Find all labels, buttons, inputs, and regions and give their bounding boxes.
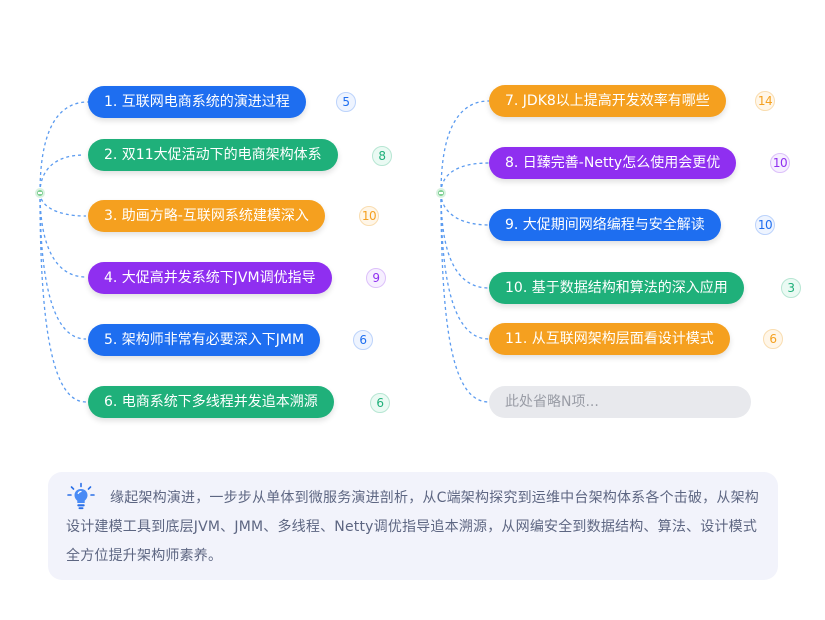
topic-pill-11[interactable]: 11. 从互联网架构层面看设计模式 [489,323,730,355]
more-items-placeholder: 此处省略N项... [489,386,751,418]
count-badge-3: 10 [359,206,379,226]
count-badge-8: 10 [770,153,790,173]
topic-pill-2[interactable]: 2. 双11大促活动下的电商架构体系 [88,139,338,171]
connector-line [39,192,87,340]
topic-pill-8[interactable]: 8. 日臻完善-Netty怎么使用会更优 [489,147,737,179]
count-badge-5: 6 [353,330,373,350]
topic-pill-9[interactable]: 9. 大促期间网络编程与安全解读 [489,209,721,241]
count-badge-11: 6 [763,329,783,349]
connector-line [440,192,490,226]
topic-pill-4[interactable]: 4. 大促高并发系统下JVM调优指导 [88,262,332,294]
connector-line [440,100,490,194]
connector-line [39,192,87,217]
connector-line [440,192,490,340]
connector-line [440,192,490,403]
topic-pill-6[interactable]: 6. 电商系统下多线程并发追本溯源 [88,386,334,418]
count-badge-4: 9 [366,268,386,288]
summary-box [48,472,778,580]
right-branch-node-icon [436,188,446,198]
connector-line [39,192,87,403]
topic-pill-7[interactable]: 7. JDK8以上提高开发效率有哪些 [489,85,726,117]
count-badge-2: 8 [372,146,392,166]
connector-line [39,192,87,278]
connector-line [440,162,490,194]
connector-line [39,101,89,194]
connector-line [440,192,490,289]
topic-pill-1[interactable]: 1. 互联网电商系统的演进过程 [88,86,306,118]
topic-pill-5[interactable]: 5. 架构师非常有必要深入下JMM [88,324,321,356]
connector-line [39,154,85,194]
count-badge-9: 10 [755,215,775,235]
topic-pill-10[interactable]: 10. 基于数据结构和算法的深入应用 [489,272,744,304]
count-badge-10: 3 [781,278,801,298]
count-badge-1: 5 [336,92,356,112]
lightbulb-icon [67,482,95,510]
left-branch-node-icon [35,188,45,198]
count-badge-7: 14 [755,91,775,111]
topic-pill-3[interactable]: 3. 助画方略-互联网系统建模深入 [88,200,325,232]
count-badge-6: 6 [370,393,390,413]
summary-text: 缘起架构演进，一步步从单体到微服务演进剖析，从C端架构探究到运维中台架构体系各个… [66,490,759,564]
